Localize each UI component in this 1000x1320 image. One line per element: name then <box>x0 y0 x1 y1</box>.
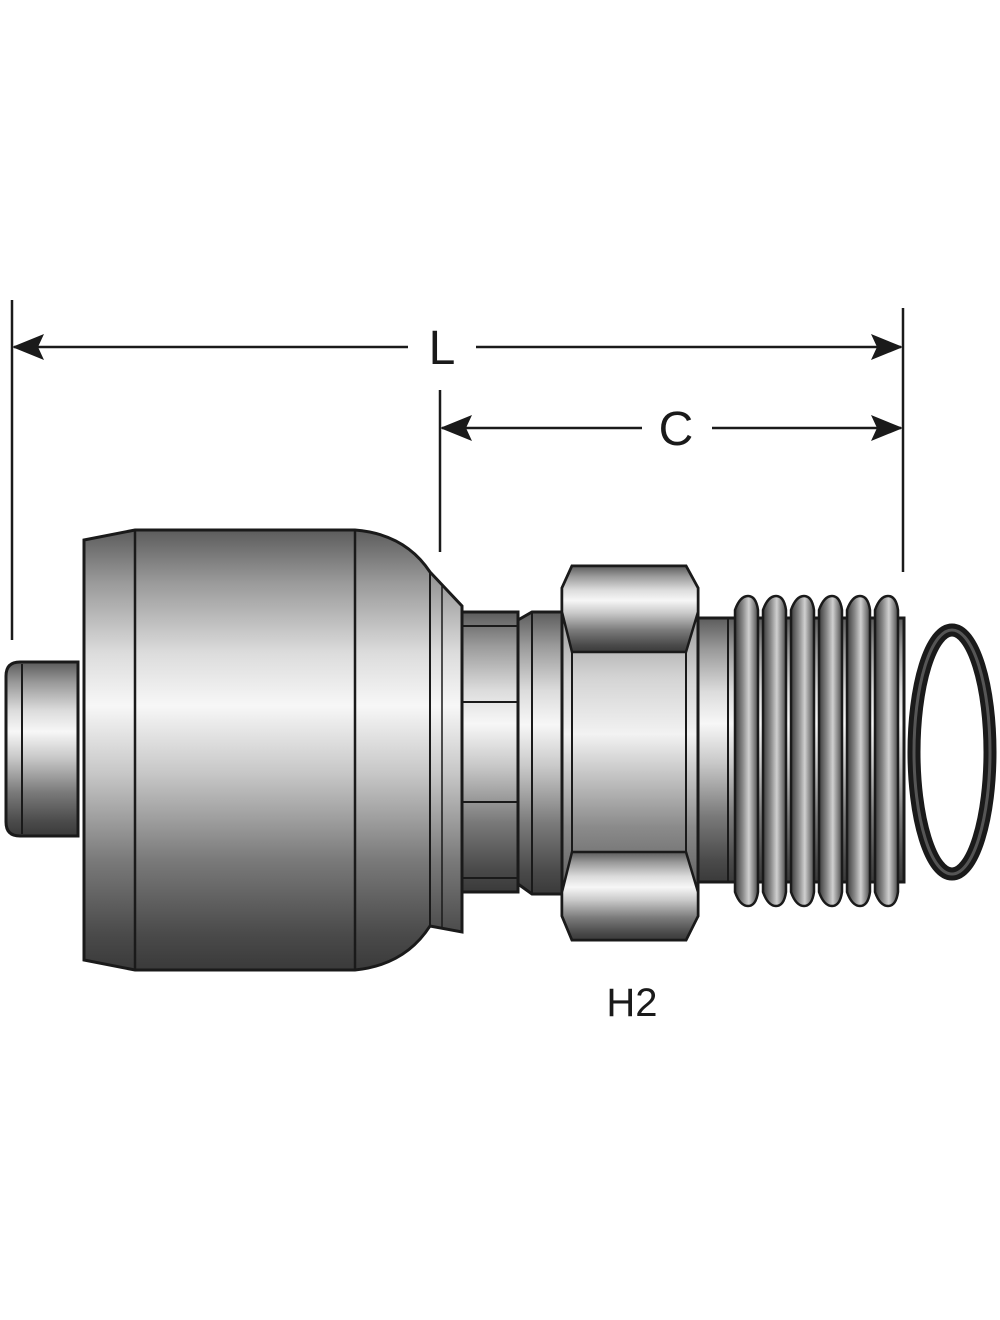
dimension-lines <box>10 300 905 640</box>
dimension-arrowheads <box>12 334 903 441</box>
ferrule <box>82 528 464 972</box>
thread-crest-2 <box>761 594 788 908</box>
thread-crest-6 <box>873 594 900 908</box>
arrowhead-l-right <box>871 334 903 360</box>
insert-stem <box>4 660 80 838</box>
dimension-label-l: L <box>429 322 456 375</box>
arrowhead-l-left <box>12 334 44 360</box>
thread-crest-4 <box>817 594 844 908</box>
hex-face-bottom <box>560 850 700 942</box>
hex-size-label: H2 <box>606 981 657 1025</box>
arrowhead-c-left <box>440 415 472 441</box>
dimension-label-c: C <box>659 403 694 456</box>
fitting-neck <box>460 610 520 894</box>
o-ring-highlight <box>912 628 992 876</box>
thread-crests <box>733 594 900 908</box>
arrowhead-c-right <box>871 415 903 441</box>
hex-face-top <box>560 564 700 654</box>
thread-crest-3 <box>789 594 816 908</box>
hex-shoulder <box>516 610 564 896</box>
thread-crest-5 <box>845 594 872 908</box>
thread-crest-1 <box>733 594 760 908</box>
